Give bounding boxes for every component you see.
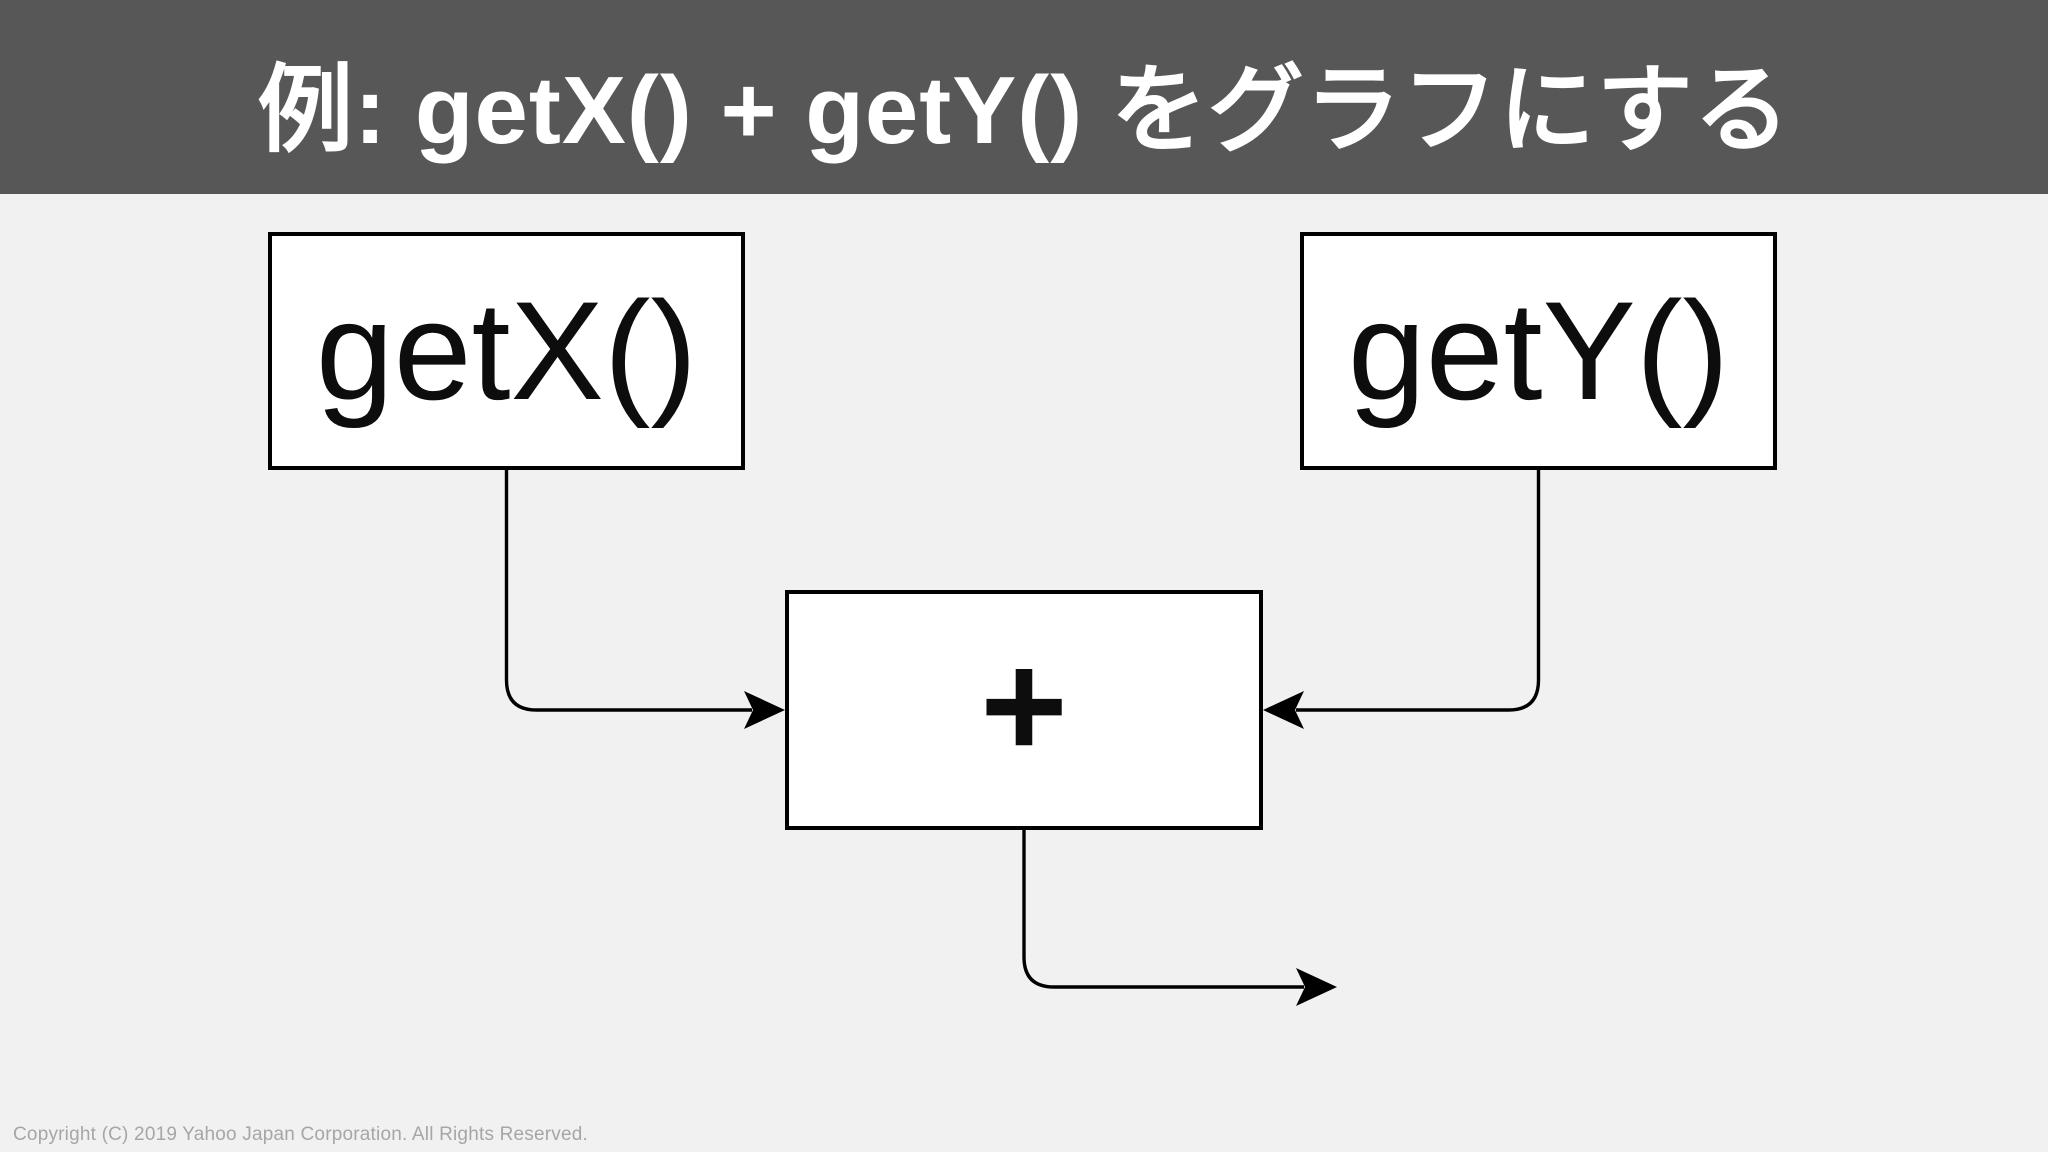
node-gety: getY() xyxy=(1300,232,1777,470)
edge-getx-to-plus xyxy=(504,470,752,712)
node-getx: getX() xyxy=(268,232,745,470)
arrowhead-gety-to-plus-icon xyxy=(1263,691,1304,729)
copyright-footer: Copyright (C) 2019 Yahoo Japan Corporati… xyxy=(13,1124,588,1146)
slide-title: 例: getX() + getY() をグラフにする xyxy=(257,56,1791,164)
node-getx-label: getX() xyxy=(315,272,698,429)
arrowhead-plus-to-output-icon xyxy=(1296,968,1337,1006)
copyright-text: Copyright (C) 2019 Yahoo Japan Corporati… xyxy=(13,1124,589,1145)
node-plus-label: + xyxy=(980,621,1068,789)
edge-plus-to-output xyxy=(1022,830,1304,989)
node-gety-label: getY() xyxy=(1347,272,1730,429)
arrowhead-getx-to-plus-icon xyxy=(744,691,785,729)
slide-title-bar: 例: getX() + getY() をグラフにする xyxy=(0,0,2048,194)
node-plus: + xyxy=(785,590,1263,830)
edge-gety-to-plus xyxy=(1296,470,1541,712)
